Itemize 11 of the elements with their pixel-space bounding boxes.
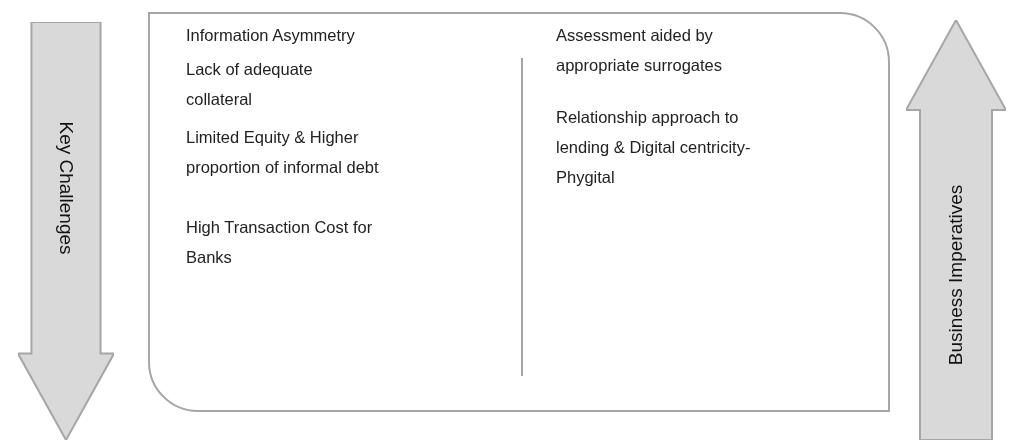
up-arrow [906,20,1006,440]
arrow-label: Business Imperatives [945,184,967,366]
arrow-label: Key Challenges [55,121,77,255]
challenge-text: Limited Equity & Higher proportion of informal debt [186,127,380,178]
content-panel [148,12,890,412]
imperative-text: Assessment aided by appropriate surrogates [556,25,723,76]
challenge-text: Information Asymmetry [186,25,356,46]
challenge-text: High Transaction Cost for Banks [186,217,374,268]
challenge-text: Lack of adequate collateral [186,59,314,110]
down-arrow [18,22,114,440]
imperative-text: Relationship approach to lending & Digital centricity- Phygital [556,107,752,188]
